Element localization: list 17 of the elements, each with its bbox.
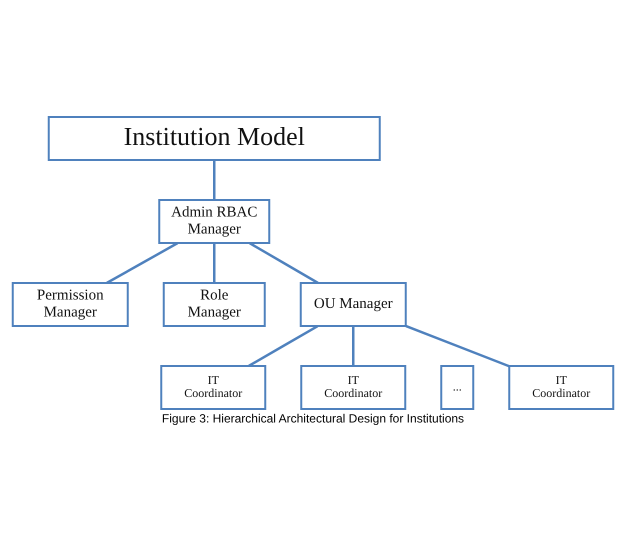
node-box: Admin RBAC Manager: [158, 198, 270, 244]
connector: [248, 324, 318, 366]
node-box: Permission Manager: [12, 282, 129, 326]
node-box: Institution Model: [48, 116, 381, 160]
caption: Figure 3: Hierarchical Architectural Design for Institutions: [162, 411, 464, 426]
node-box: IT Coordinator: [300, 364, 406, 410]
connector: [352, 326, 354, 366]
node-box: OU Manager: [300, 282, 407, 326]
node-box: Role Manager: [162, 282, 266, 326]
connector: [406, 324, 510, 367]
node-box: ...: [440, 364, 474, 410]
node-box: IT Coordinator: [508, 364, 614, 410]
node-box: IT Coordinator: [160, 364, 266, 410]
connector: [249, 242, 319, 284]
connector: [106, 242, 178, 284]
connector: [213, 242, 216, 282]
connector: [213, 160, 216, 200]
